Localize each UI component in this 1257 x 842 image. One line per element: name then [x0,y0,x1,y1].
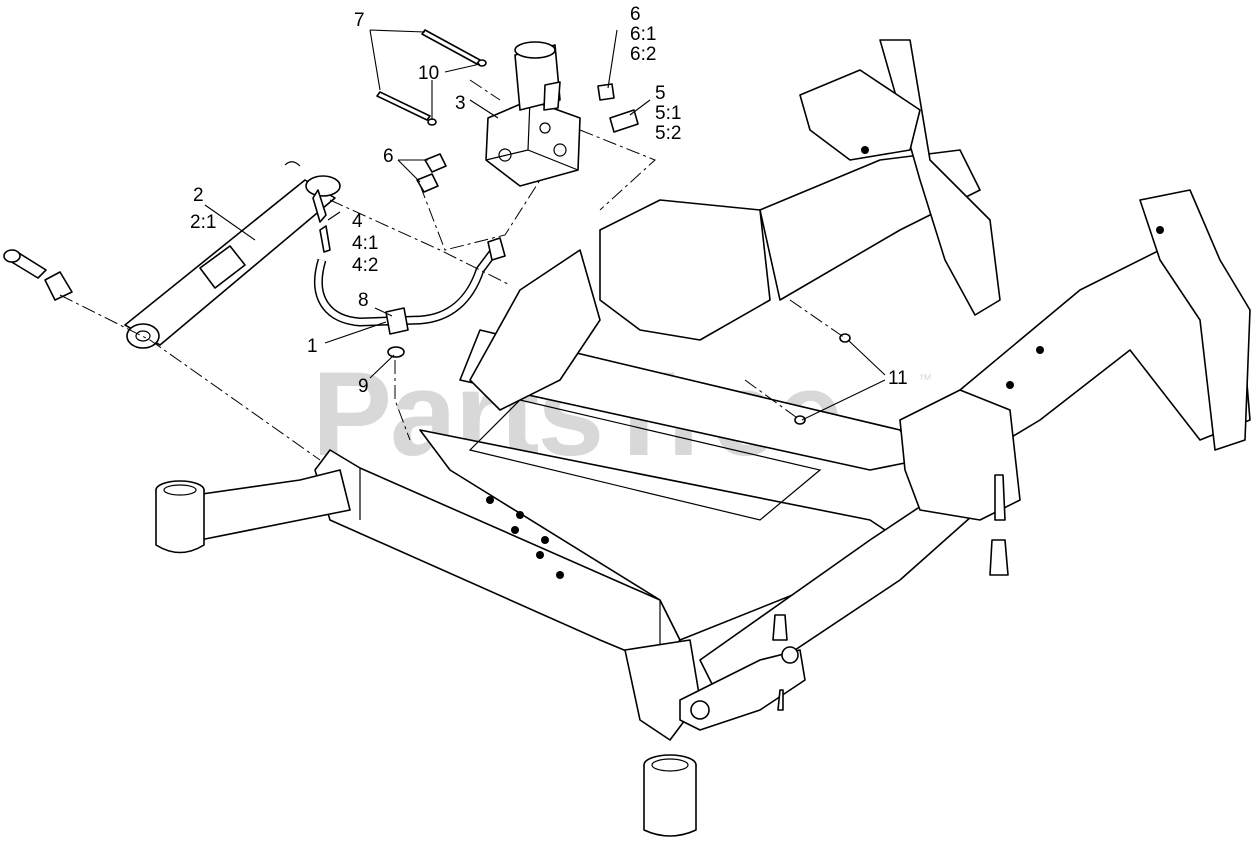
callout-10: 10 [418,63,439,84]
valve-mounting-bolts [376,29,487,126]
valve-block [485,41,581,187]
callout-4-2: 4:2 [352,255,378,276]
front-caster-tube [624,639,701,837]
assembly-lines [59,79,846,461]
left-pump-mount [469,249,601,411]
callout-4-1: 4:1 [352,233,378,254]
callout-7: 7 [354,10,365,31]
callout-2: 2 [193,185,204,206]
cylinder-pin-bolt [3,249,73,301]
steering-linkage [679,474,1009,731]
lift-cylinder [124,161,341,349]
hose-clamp [385,307,409,335]
front-cross-member [419,429,901,641]
upper-deck-plate [599,199,771,341]
rear-top-plate [799,69,921,161]
frame-holes [486,146,1164,579]
callout-6-1: 6:1 [630,24,656,45]
callout-2-1: 2:1 [190,212,216,233]
callout-5-2: 5:2 [655,123,681,144]
right-rear-upright [1139,189,1251,451]
callout-1: 1 [307,336,318,357]
watermark-trademark: ™ [918,371,932,387]
leader-lines [204,29,886,421]
callout-labels: 7 10 3 6 6 6:1 6:2 5 5:1 5:2 2 2:1 4 4:1… [190,4,908,397]
callout-3: 3 [455,93,466,114]
callout-5-1: 5:1 [655,103,681,124]
callout-11: 11 [888,368,908,389]
callout-5: 5 [655,83,666,104]
callout-6: 6 [630,4,641,25]
elbow-fittings [416,83,639,193]
rear-cross-member [459,329,921,471]
left-caster-arm [155,469,351,554]
hydraulic-hose [314,225,506,358]
callout-9: 9 [358,376,369,397]
callout-4: 4 [352,211,363,232]
callout-6-left: 6 [383,146,394,167]
callout-8: 8 [358,290,369,311]
callout-6-2: 6:2 [630,44,656,65]
